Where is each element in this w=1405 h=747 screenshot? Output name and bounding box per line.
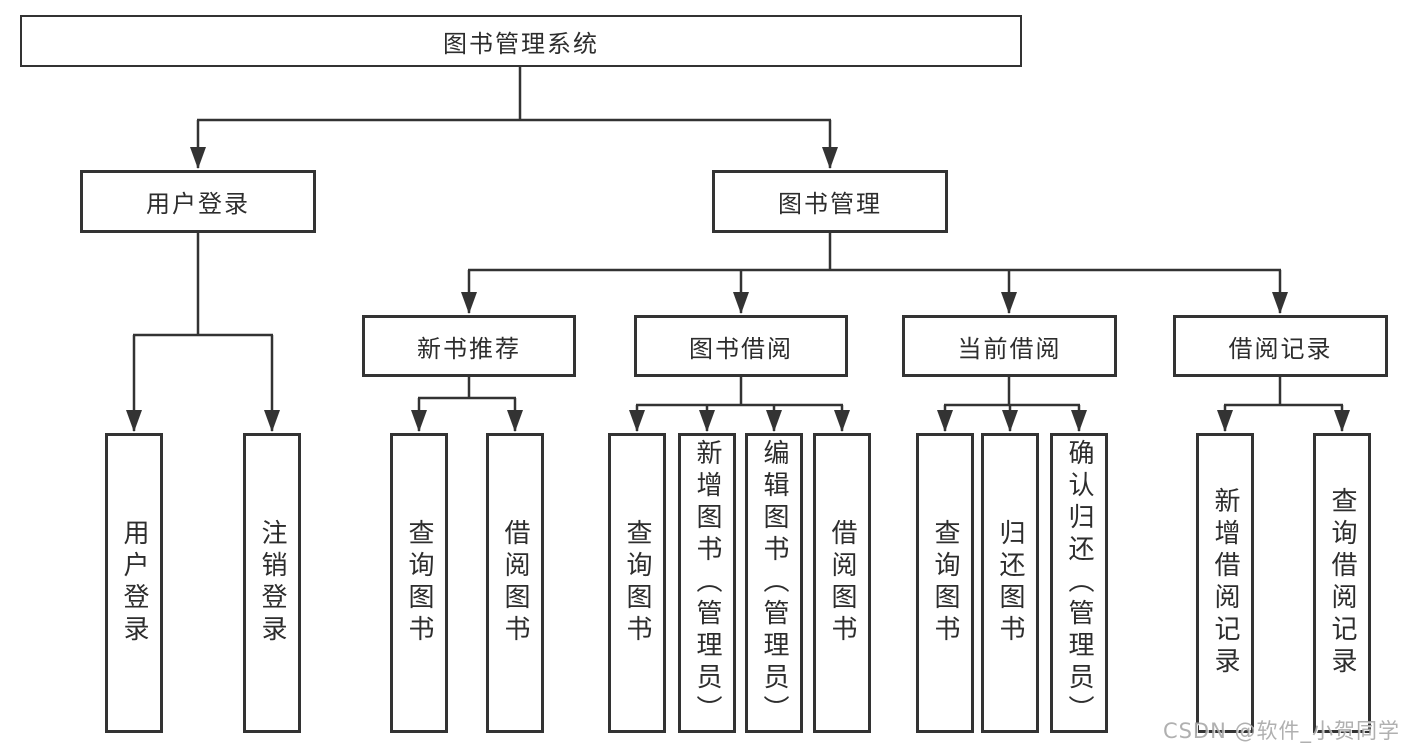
leaf-cb-query-books: 查询图书 <box>916 433 974 733</box>
leaf-nbr-query-books: 查询图书 <box>390 433 448 733</box>
leaf-bb-edit-books-admin-label: 编辑图书（管理员） <box>759 439 789 727</box>
leaf-cb-confirm-return-admin: 确认归还（管理员） <box>1050 433 1108 733</box>
node-current-borrowing-label: 当前借阅 <box>957 334 1062 363</box>
node-new-book-recommendation-label: 新书推荐 <box>417 334 521 363</box>
leaf-logout-label: 注销登录 <box>257 519 287 647</box>
leaf-logout: 注销登录 <box>243 433 301 733</box>
leaf-br-add-record-label: 新增借阅记录 <box>1210 487 1240 679</box>
leaf-user-login-label: 用户登录 <box>119 519 149 647</box>
leaf-cb-return-books-label: 归还图书 <box>995 519 1025 647</box>
leaf-bb-add-books-admin-label: 新增图书（管理员） <box>692 439 722 727</box>
node-current-borrowing: 当前借阅 <box>902 315 1117 377</box>
node-root: 图书管理系统 <box>20 15 1022 67</box>
node-borrowing-records-label: 借阅记录 <box>1228 334 1333 363</box>
node-borrowing-records: 借阅记录 <box>1173 315 1388 377</box>
leaf-bb-borrow-books-label: 借阅图书 <box>827 519 857 647</box>
leaf-bb-borrow-books: 借阅图书 <box>813 433 871 733</box>
csdn-watermark: CSDN @软件_小贺同学 <box>1162 719 1400 743</box>
node-book-management-label: 图书管理 <box>778 190 882 218</box>
leaf-bb-edit-books-admin: 编辑图书（管理员） <box>745 433 803 733</box>
node-book-borrowing-label: 图书借阅 <box>689 334 793 363</box>
leaf-bb-query-books-label: 查询图书 <box>622 519 652 647</box>
leaf-cb-confirm-return-admin-label: 确认归还（管理员） <box>1064 439 1094 727</box>
leaf-bb-add-books-admin: 新增图书（管理员） <box>678 433 736 733</box>
leaf-nbr-query-books-label: 查询图书 <box>404 519 434 647</box>
leaf-nbr-borrow-books: 借阅图书 <box>486 433 544 733</box>
leaf-br-add-record: 新增借阅记录 <box>1196 433 1254 733</box>
node-user-login-label: 用户登录 <box>146 190 250 218</box>
node-user-login: 用户登录 <box>80 170 316 233</box>
node-book-borrowing: 图书借阅 <box>634 315 848 377</box>
leaf-bb-query-books: 查询图书 <box>608 433 666 733</box>
leaf-nbr-borrow-books-label: 借阅图书 <box>500 519 530 647</box>
node-new-book-recommendation: 新书推荐 <box>362 315 576 377</box>
node-root-label: 图书管理系统 <box>443 29 599 58</box>
leaf-br-query-record: 查询借阅记录 <box>1313 433 1371 733</box>
leaf-br-query-record-label: 查询借阅记录 <box>1327 487 1357 679</box>
node-book-management: 图书管理 <box>712 170 948 233</box>
leaf-cb-query-books-label: 查询图书 <box>930 519 960 647</box>
leaf-cb-return-books: 归还图书 <box>981 433 1039 733</box>
leaf-user-login: 用户登录 <box>105 433 163 733</box>
